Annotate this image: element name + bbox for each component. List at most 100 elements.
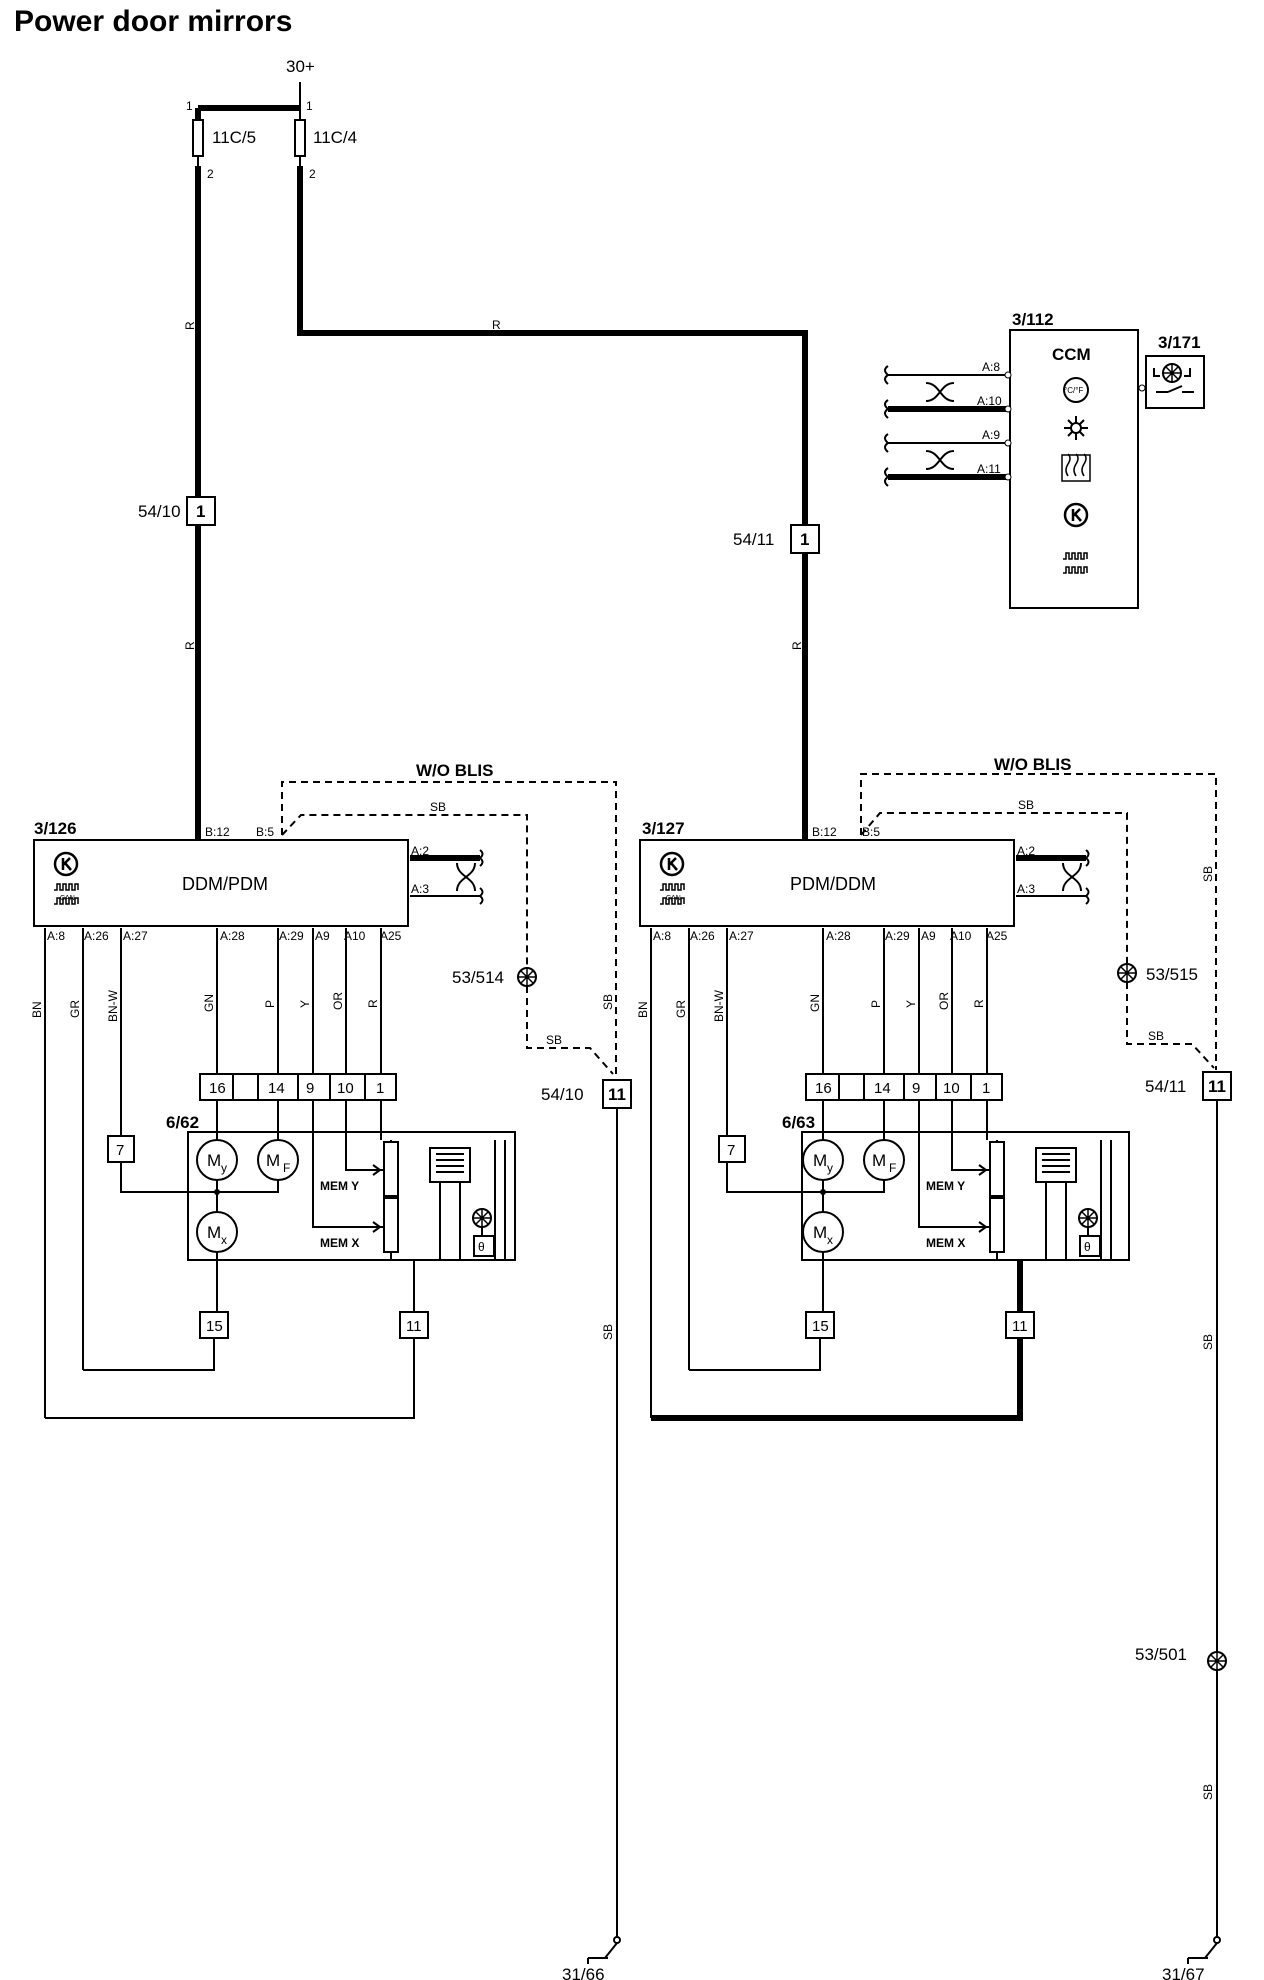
- motor-f-m: M: [872, 1151, 886, 1170]
- motor-y-m: M: [813, 1151, 827, 1170]
- module-3-127-name: PDM/DDM: [790, 874, 876, 894]
- pin-a9-label: A9: [921, 929, 936, 943]
- motor-f-m: M: [266, 1151, 280, 1170]
- wire-gn-label: GN: [202, 994, 216, 1012]
- wire-y-label: Y: [904, 1000, 918, 1008]
- fuse-11c4: [294, 119, 306, 157]
- right-sb-network: W/O BLIS SB SB 53/515 SB 11 54/11 SB 53/…: [860, 755, 1232, 1980]
- pin-a26-label: A:26: [84, 929, 109, 943]
- pin-a28-label: A:28: [826, 929, 851, 943]
- fuse-11c4-label: 11C/4: [313, 128, 357, 147]
- fuse-11c5: [192, 119, 204, 157]
- indicator-lamp-icon: [1078, 1208, 1098, 1228]
- wire-gn-label: GN: [808, 994, 822, 1012]
- wire-sb-label: SB: [430, 800, 446, 814]
- connector-54-11-label: 54/11: [733, 530, 774, 549]
- fuse-11c5-label: 11C/5: [212, 128, 256, 147]
- module-3-126-name: DDM/PDM: [182, 874, 268, 894]
- module-3-126-id: 3/126: [34, 819, 77, 838]
- pin-b5-label: B:5: [862, 825, 880, 839]
- pin-a9-label: A9: [315, 929, 330, 943]
- wo-blis-label-right: W/O BLIS: [994, 755, 1071, 774]
- connector-54-10-label: 54/10: [138, 502, 181, 521]
- motor-x-sub: x: [221, 1233, 227, 1247]
- indicator-lamp-icon: [472, 1208, 492, 1228]
- pin-a25-label: A25: [986, 929, 1008, 943]
- strip-pin-14: 14: [874, 1080, 891, 1097]
- pin-11-label: 11: [1012, 1318, 1028, 1335]
- right-connector-strip: 16 14 9 10 1: [805, 1073, 1003, 1101]
- wire-gr-label: GR: [674, 1000, 688, 1018]
- wire-r-label: R: [366, 999, 380, 1008]
- pin-11-label: 11: [608, 1085, 626, 1104]
- wire-bnw-label: BN-W: [106, 989, 120, 1022]
- ccm-pin-a9: A:9: [982, 428, 1000, 442]
- mem-y-label: MEM Y: [320, 1179, 359, 1193]
- wire-sb-label: SB: [1201, 1784, 1215, 1800]
- wire-p-label: P: [263, 1000, 277, 1008]
- red-feed-right: R R 1 54/11 R: [297, 166, 820, 840]
- ground-31-66-label: 31/66: [562, 1965, 605, 1980]
- pin-a8-label: A:8: [47, 929, 65, 943]
- strip-pin-9: 9: [306, 1080, 314, 1097]
- temp-unit-text: °C/°F: [1064, 386, 1083, 395]
- left-module-wires: BN GR BN-W GN P Y OR R: [30, 928, 382, 1418]
- pin-b12-label: B:12: [812, 825, 837, 839]
- blis-sensor-icon: [1079, 1235, 1101, 1257]
- wire-gr-label: GR: [68, 1000, 82, 1018]
- mirror-6-62-id: 6/62: [166, 1113, 199, 1132]
- strip-pin-10: 10: [337, 1080, 354, 1097]
- wire-r-label: R: [972, 999, 986, 1008]
- wire-bnw-label: BN-W: [712, 989, 726, 1022]
- mem-y-label: MEM Y: [926, 1179, 965, 1193]
- wire-or-label: OR: [331, 992, 345, 1010]
- ccm-id: 3/112: [1012, 310, 1054, 329]
- pin-a3-label: A:3: [1017, 882, 1035, 896]
- pin-15-label: 15: [206, 1318, 223, 1335]
- pin-b5-label: B:5: [256, 825, 274, 839]
- splice-53-501-icon: [1207, 1651, 1227, 1671]
- mirror-6-63: 6/63 7 M y M F M x MEM Y MEM X: [651, 1100, 1130, 1421]
- wire-r-label: R: [183, 641, 197, 650]
- ground-31-67-label: 31/67: [1162, 1965, 1205, 1980]
- wire-sb-label: SB: [546, 1033, 562, 1047]
- can-label: CAN: [60, 895, 75, 902]
- page-title: Power door mirrors: [14, 5, 292, 38]
- wire-bn-label: BN: [30, 1001, 44, 1018]
- pin-a27-label: A:27: [123, 929, 148, 943]
- fan-icon: [1064, 416, 1088, 440]
- wire-bn-label: BN: [636, 1001, 650, 1018]
- pin-a2-label: A:2: [411, 844, 429, 858]
- pin-15-label: 15: [812, 1318, 829, 1335]
- wire-r-label: R: [492, 318, 501, 332]
- wire-or-label: OR: [937, 992, 951, 1010]
- fuse-right-pin1: 1: [306, 99, 313, 113]
- mirror-6-63-id: 6/63: [782, 1113, 815, 1132]
- ccm-pin-a10: A:10: [977, 394, 1002, 408]
- right-module-wires: BN GR BN-W GN P Y OR R: [636, 928, 988, 1418]
- strip-pin-16: 16: [815, 1080, 832, 1097]
- pin-a26-label: A:26: [690, 929, 715, 943]
- module-3-127: 3/127 CAN PDM/DDM B:12 B:5 A:2 A:3 A:8 A…: [639, 819, 1090, 943]
- motor-y-sub: y: [827, 1161, 833, 1175]
- strip-pin-1: 1: [982, 1080, 990, 1097]
- wire-sb-label: SB: [1201, 866, 1215, 882]
- ccm-module: 3/112 CCM °C/°F: [884, 310, 1205, 609]
- splice-53-515-label: 53/515: [1146, 965, 1198, 984]
- pin-a27-label: A:27: [729, 929, 754, 943]
- wire-r-label: R: [790, 641, 804, 650]
- can-label: CAN: [666, 895, 681, 902]
- red-feed-left: R 1 54/10 R: [138, 166, 216, 840]
- wire-sb-label: SB: [1018, 798, 1034, 812]
- left-sb-network: W/O BLIS SB 53/514 SB SB 11 54/10 SB 31/…: [281, 761, 632, 1980]
- mem-x-label: MEM X: [926, 1236, 965, 1250]
- pin-b12-label: B:12: [205, 825, 230, 839]
- ccm-pin-wires: A:8 A:10 A:9 A:11: [884, 360, 1012, 487]
- power-supply: 30+ 1 1 11C/5 11C/4 2 2: [186, 57, 357, 181]
- motor-f-sub: F: [889, 1161, 896, 1175]
- strip-pin-1: 1: [376, 1080, 384, 1097]
- wire-sb-label: SB: [1148, 1029, 1164, 1043]
- heater-icon: [1061, 453, 1091, 482]
- pin-a3-label: A:3: [411, 882, 429, 896]
